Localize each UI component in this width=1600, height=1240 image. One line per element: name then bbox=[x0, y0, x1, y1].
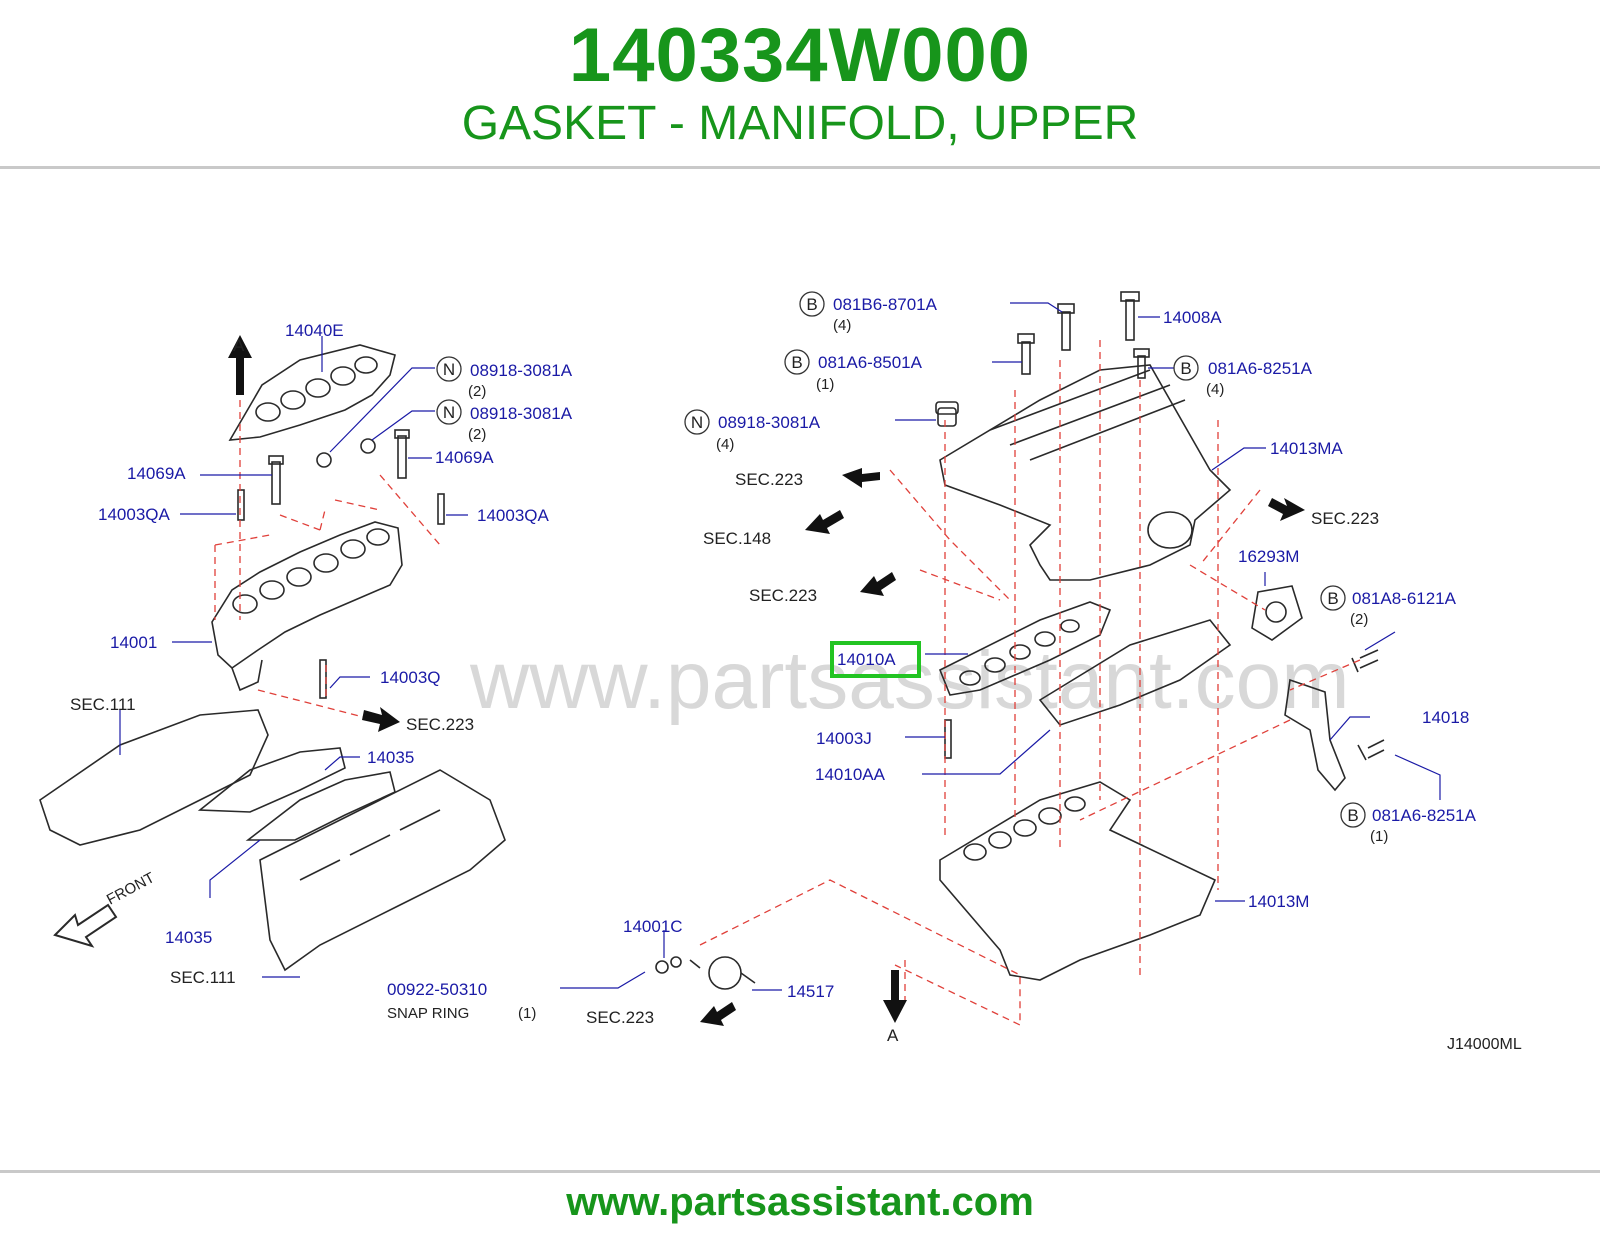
label-sec223-a: SEC.223 bbox=[406, 715, 474, 734]
qty-08918-2: (2) bbox=[468, 426, 486, 443]
label-sec111-b: SEC.111 bbox=[170, 968, 236, 987]
callout-14035-a[interactable]: 14035 bbox=[367, 748, 414, 767]
marker-n-3: N bbox=[691, 413, 703, 432]
marker-n-1: N bbox=[443, 360, 455, 379]
gasket-16293m-shape bbox=[1251, 585, 1303, 641]
callout-08918-3081a-2[interactable]: 08918-3081A bbox=[470, 404, 573, 423]
qty-081b6: (4) bbox=[833, 317, 851, 334]
footer-url[interactable]: www.partsassistant.com bbox=[566, 1180, 1034, 1224]
callout-14069a-left[interactable]: 14069A bbox=[127, 464, 186, 483]
arrow-sec223-b bbox=[700, 1002, 736, 1026]
red-dashed-guides bbox=[214, 340, 1361, 1027]
footer-divider bbox=[0, 1170, 1600, 1173]
callout-14018[interactable]: 14018 bbox=[1422, 708, 1469, 727]
callout-14008a[interactable]: 14008A bbox=[1163, 308, 1222, 327]
arrow-sec223-e bbox=[1268, 498, 1305, 521]
direction-arrows bbox=[228, 335, 1305, 1026]
qty-081a8: (2) bbox=[1350, 611, 1368, 628]
bracket-14018-shape bbox=[1284, 678, 1346, 792]
label-a-top: A bbox=[233, 336, 245, 355]
diagram-code: J14000ML bbox=[1447, 1036, 1522, 1053]
label-sec223-b: SEC.223 bbox=[586, 1008, 654, 1027]
qty-08918-3: (4) bbox=[716, 436, 734, 453]
label-sec148: SEC.148 bbox=[703, 529, 771, 548]
marker-b-3: B bbox=[1180, 359, 1191, 378]
watermark: www.partsassistant.com bbox=[469, 635, 1350, 726]
callout-081a8-6121a[interactable]: 081A8-6121A bbox=[1352, 589, 1457, 608]
label-sec111-a: SEC.111 bbox=[70, 695, 136, 714]
arrow-sec223-d bbox=[860, 572, 896, 596]
qty-081a6-8251-top: (4) bbox=[1206, 381, 1224, 398]
parts-diagram: www.partsassistant.com bbox=[39, 291, 1522, 1053]
marker-b-5: B bbox=[1347, 806, 1358, 825]
gasket-14040e-shape bbox=[228, 344, 396, 441]
gasket-14035-a-shape bbox=[197, 747, 346, 813]
callout-14517[interactable]: 14517 bbox=[787, 982, 834, 1001]
arrow-a-bottom bbox=[883, 970, 907, 1023]
gasket-14010aa-shape bbox=[1038, 619, 1232, 726]
callout-14001c[interactable]: 14001C bbox=[623, 917, 683, 936]
label-sec223-e: SEC.223 bbox=[1311, 509, 1379, 528]
lower-manifold-14001-shape bbox=[211, 521, 403, 670]
marker-circles bbox=[436, 291, 1366, 828]
head-gasket-sec111-shape bbox=[39, 709, 269, 846]
highlight-box-14010a bbox=[830, 641, 921, 678]
qty-08918-1: (2) bbox=[468, 383, 486, 400]
callout-081a6-8251a-bottom[interactable]: 081A6-8251A bbox=[1372, 806, 1477, 825]
callout-081a6-8501a[interactable]: 081A6-8501A bbox=[818, 353, 923, 372]
marker-n-2: N bbox=[443, 403, 455, 422]
blue-callout-labels: 14040E 08918-3081A 08918-3081A 14069A 14… bbox=[98, 295, 1477, 1001]
label-sec223-c: SEC.223 bbox=[735, 470, 803, 489]
marker-b-1: B bbox=[806, 295, 817, 314]
marker-b-2: B bbox=[791, 353, 802, 372]
callout-16293m[interactable]: 16293M bbox=[1238, 547, 1299, 566]
right-assembly-drawing bbox=[655, 291, 1385, 990]
part-name-subtitle: GASKET - MANIFOLD, UPPER bbox=[461, 97, 1139, 150]
header-divider bbox=[0, 166, 1600, 169]
callout-14010a[interactable]: 14010A bbox=[837, 650, 896, 669]
callout-14010aa[interactable]: 14010AA bbox=[815, 765, 886, 784]
marker-letters: N N B B B N B B bbox=[443, 295, 1359, 825]
callout-14003q[interactable]: 14003Q bbox=[380, 668, 441, 687]
callout-08918-3081a-3[interactable]: 08918-3081A bbox=[718, 413, 821, 432]
gasket-14035-b-shape bbox=[245, 771, 396, 841]
callout-14013ma[interactable]: 14013MA bbox=[1270, 439, 1343, 458]
callout-00922-50310[interactable]: 00922-50310 bbox=[387, 980, 487, 999]
lower-manifold-14013m-shape bbox=[939, 781, 1217, 981]
callout-08918-3081a-1[interactable]: 08918-3081A bbox=[470, 361, 573, 380]
callout-081b6-8701a[interactable]: 081B6-8701A bbox=[833, 295, 938, 314]
arrow-sec223-a bbox=[362, 707, 400, 732]
callout-14003j[interactable]: 14003J bbox=[816, 729, 872, 748]
qty-081a6-8501: (1) bbox=[816, 376, 834, 393]
label-sec223-d: SEC.223 bbox=[749, 586, 817, 605]
upper-manifold-14013ma-shape bbox=[939, 364, 1232, 581]
marker-b-4: B bbox=[1327, 589, 1338, 608]
black-labels: A (2) (2) SEC.111 SEC.223 FRONT SEC.111 … bbox=[70, 317, 1522, 1053]
qty-081a6-8251-bottom: (1) bbox=[1370, 828, 1388, 845]
arrow-sec148 bbox=[805, 510, 844, 534]
arrow-a-top bbox=[228, 335, 252, 395]
callout-14040e[interactable]: 14040E bbox=[285, 321, 344, 340]
callout-081a6-8251a-top[interactable]: 081A6-8251A bbox=[1208, 359, 1313, 378]
engine-block-shape bbox=[259, 769, 506, 972]
callout-14003qa-right[interactable]: 14003QA bbox=[477, 506, 549, 525]
label-front: FRONT bbox=[104, 869, 158, 908]
arrow-sec223-c bbox=[842, 468, 880, 488]
callout-leaders bbox=[119, 302, 1441, 991]
part-number-title: 140334W000 bbox=[568, 13, 1032, 98]
callout-14069a-right[interactable]: 14069A bbox=[435, 448, 494, 467]
callout-14013m[interactable]: 14013M bbox=[1248, 892, 1309, 911]
label-snap-ring: SNAP RING bbox=[387, 1005, 469, 1022]
callout-14035-b[interactable]: 14035 bbox=[165, 928, 212, 947]
qty-snap-ring: (1) bbox=[518, 1005, 536, 1022]
callout-14003qa-left[interactable]: 14003QA bbox=[98, 505, 170, 524]
label-a-bottom: A bbox=[887, 1026, 899, 1045]
left-assembly-drawing bbox=[39, 344, 506, 972]
callout-14001[interactable]: 14001 bbox=[110, 633, 157, 652]
